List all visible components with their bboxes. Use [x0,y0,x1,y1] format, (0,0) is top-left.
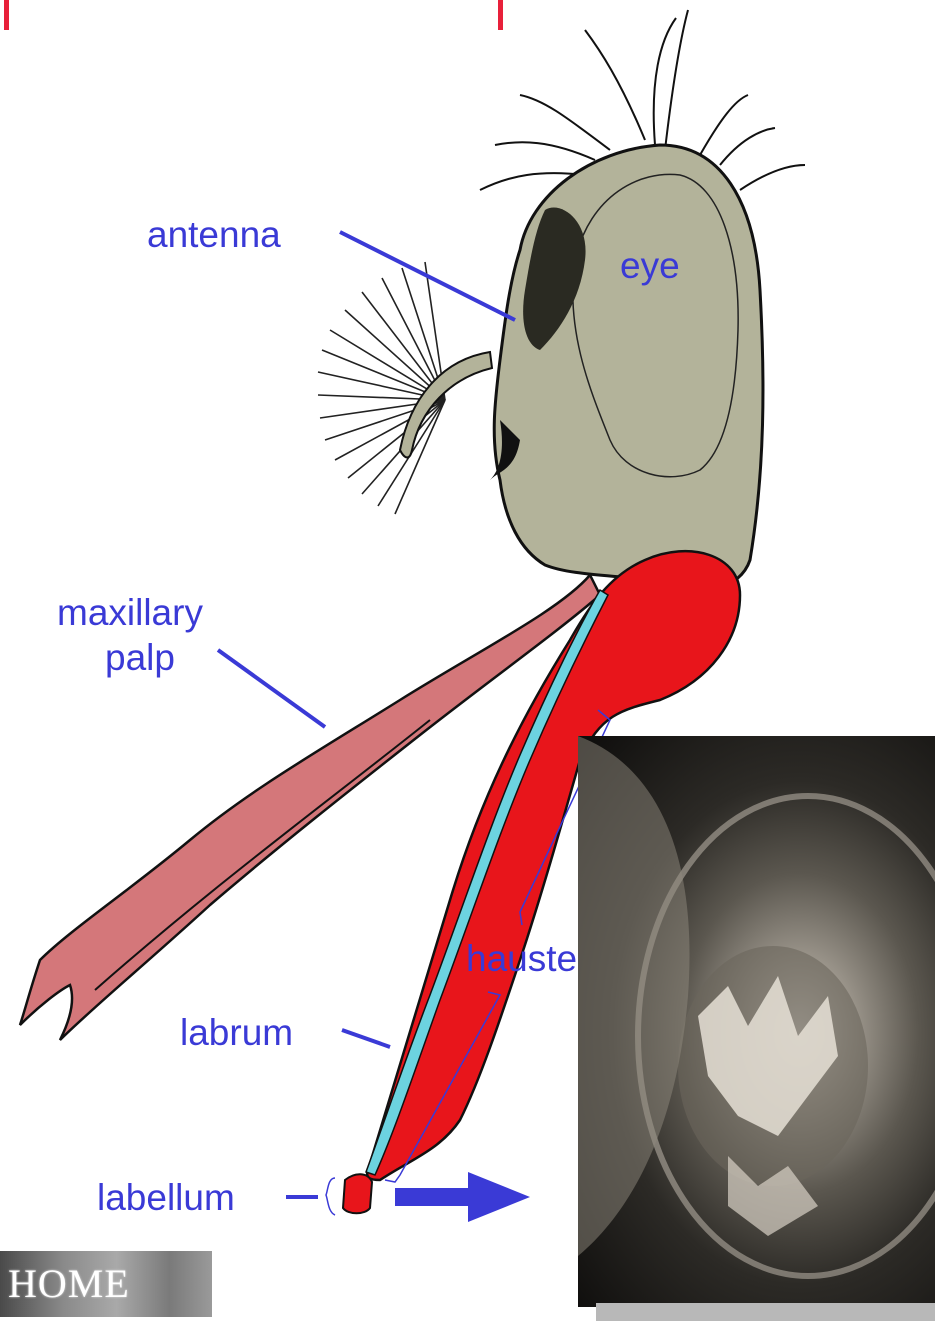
arrow-icon [395,1172,530,1222]
labellum-label: labellum [97,1178,235,1218]
labellum [343,1174,372,1213]
eye-label: eye [620,246,680,286]
arista-fan [318,262,445,514]
antenna-label: antenna [147,215,281,255]
labrum-pointer [342,1030,390,1047]
maxillary-palp-label-line2: palp [105,638,175,678]
labellum-sem-photo [578,736,935,1307]
palp-pointer [218,650,325,727]
labrum-label: labrum [180,1013,293,1053]
home-button[interactable]: HOME [0,1251,212,1317]
head-capsule [494,145,763,590]
antenna-pointer [340,232,515,320]
title-fragment [4,0,503,30]
maxillary-palp-label-line1: maxillary [57,593,203,633]
labellum-bracket [326,1178,335,1215]
photo-shadow [596,1303,935,1321]
